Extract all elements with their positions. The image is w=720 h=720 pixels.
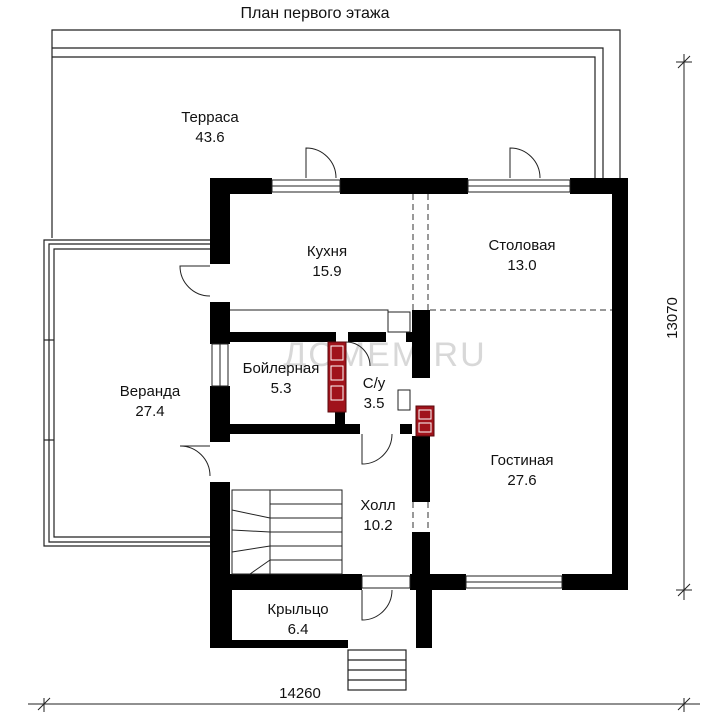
room-wc: С/у 3.5	[363, 375, 386, 412]
room-name: Столовая	[488, 237, 555, 254]
room-name: С/у	[363, 375, 386, 392]
outer-walls	[210, 178, 628, 648]
room-area: 43.6	[195, 129, 224, 146]
room-area: 27.6	[507, 472, 536, 489]
width-dimension: 14260	[279, 685, 321, 702]
room-name: Бойлерная	[243, 360, 320, 377]
room-name: Холл	[360, 497, 395, 514]
room-area: 13.0	[507, 257, 536, 274]
veranda-outline	[43, 239, 212, 547]
zone-dashes	[412, 194, 612, 532]
terrace-outline	[51, 29, 621, 238]
watermark: ДОМЕМ.RU	[283, 336, 486, 374]
porch-steps	[347, 649, 407, 691]
room-hall: Холл 10.2	[360, 497, 395, 534]
room-area: 27.4	[135, 403, 164, 420]
room-living: Гостиная 27.6	[491, 452, 554, 489]
room-name: Терраса	[181, 109, 239, 126]
room-area: 6.4	[288, 621, 309, 638]
room-name: Веранда	[120, 383, 181, 400]
room-area: 15.9	[312, 263, 341, 280]
room-area: 10.2	[363, 517, 392, 534]
plan-title: План первого этажа	[241, 5, 390, 22]
room-terrace: Терраса 43.6	[181, 109, 239, 146]
room-name: Гостиная	[491, 452, 554, 469]
windows	[211, 179, 571, 589]
room-boiler: Бойлерная 5.3	[243, 360, 320, 397]
kitchen-counter	[230, 309, 411, 333]
stairs	[231, 489, 343, 575]
doors	[179, 147, 541, 621]
room-veranda: Веранда 27.4	[120, 383, 181, 420]
room-porch: Крыльцо 6.4	[267, 601, 328, 638]
room-dining: Столовая 13.0	[488, 237, 555, 274]
height-dimension: 13070	[664, 297, 681, 339]
room-area: 3.5	[364, 395, 385, 412]
dimension-lines	[28, 54, 700, 712]
room-kitchen: Кухня 15.9	[307, 243, 347, 280]
room-name: Крыльцо	[267, 601, 328, 618]
chimney-flues	[330, 345, 432, 433]
room-name: Кухня	[307, 243, 347, 260]
room-area: 5.3	[271, 380, 292, 397]
